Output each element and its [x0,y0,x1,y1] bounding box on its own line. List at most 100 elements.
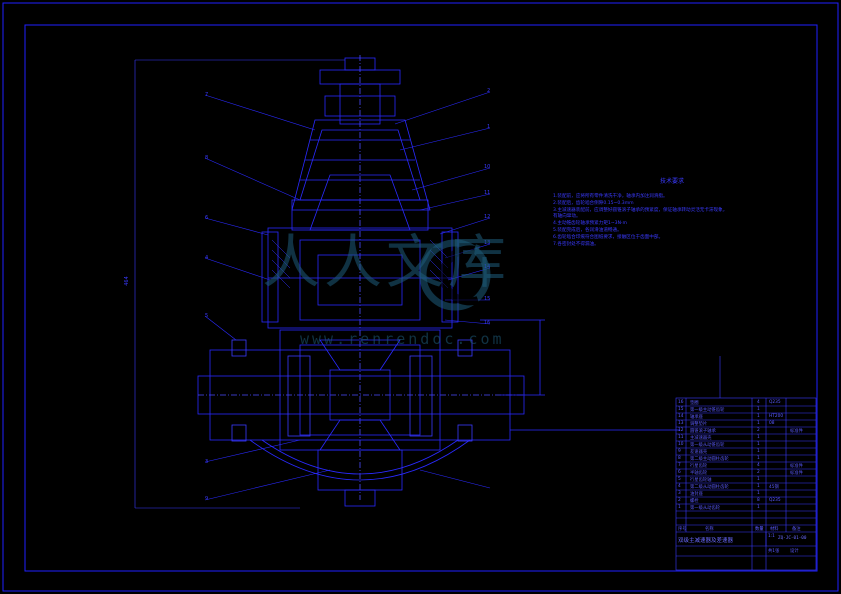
parts-cell-mat: 45钢 [769,485,779,490]
parts-cell-no: 2 [678,498,681,503]
tech-note: 5.装配完成后，各润滑油道畅通。 [553,228,622,233]
overall-height-dimension [134,59,345,509]
parts-cell-name: 行星齿轮轴 [690,478,712,483]
parts-cell-no: 4 [678,484,681,489]
balloon-label: 1 [487,124,491,130]
parts-cell-no: 8 [678,456,681,461]
parts-cell-name: 调整垫片 [690,422,708,427]
parts-cell-no: 6 [678,470,681,475]
parts-cell-name: 轴承座 [690,415,703,420]
parts-cell-qty: 1 [757,505,760,510]
parts-cell-qty: 2 [757,428,760,433]
watermark-url: www.renrendoc.com [300,330,505,348]
parts-cell-no: 5 [678,477,681,482]
parts-cell-name: 第一级主动锥齿轮 [690,408,725,413]
parts-cell-name: 差速器壳 [690,450,708,455]
parts-cell-qty: 1 [757,449,760,454]
watermark-logo [419,239,491,311]
balloon-label: 3 [205,459,209,465]
parts-cell-qty: 1 [757,477,760,482]
parts-cell-mat: Q235 [769,400,781,405]
reducer-assembly-drawing [197,55,680,507]
balloon-label: 5 [205,313,209,319]
col-header: 备注 [792,527,801,532]
parts-cell-mat: 08 [769,421,775,426]
parts-cell-name: 油封座 [690,492,703,497]
parts-cell-qty: 4 [757,400,760,405]
balloon-label: 8 [205,155,209,161]
balloon-label: 9 [205,496,209,502]
parts-cell-qty: 4 [757,463,760,468]
parts-cell-name: 垫圈 [690,401,699,406]
tech-note: 1.装配前，应将所有零件清洗干净，轴承内加注润滑脂。 [553,194,668,199]
parts-cell-no: 15 [678,407,684,412]
parts-cell-no: 7 [678,463,681,468]
parts-cell-name: 主减速器壳 [690,436,712,441]
parts-cell-mat: Q235 [769,498,781,503]
parts-cell-qty: 1 [757,414,760,419]
parts-cell-note: 标准件 [790,464,803,469]
parts-cell-no: 3 [678,491,681,496]
parts-cell-qty: 1 [757,435,760,440]
parts-cell-no: 11 [678,435,684,440]
balloon-label: 14 [484,264,491,270]
parts-cell-name: 螺栓 [690,499,699,504]
parts-cell-qty: 2 [757,470,760,475]
col-header: 材料 [770,527,779,532]
drawing-title: 双级主减速器及差速器 [678,538,734,544]
overall-height-value: 464 [123,276,130,286]
scale-value: 1:1 [768,534,775,539]
parts-cell-qty: 1 [757,442,760,447]
parts-cell-no: 16 [678,400,684,405]
parts-cell-no: 12 [678,428,684,433]
balloon-label: 7 [205,92,209,98]
parts-cell-no: 13 [678,421,684,426]
parts-cell-name: 第一级从动齿轮 [690,506,721,511]
parts-cell-no: 14 [678,414,684,419]
parts-cell-name: 第二级从动圆柱齿轮 [690,485,729,490]
parts-cell-qty: 1 [757,491,760,496]
sheet-count: 共1张 [768,549,780,554]
tech-note: 4.主动锥齿轮轴承预紧力矩1~3N·m [553,221,627,226]
parts-cell-qty: 1 [757,421,760,426]
parts-cell-name: 半轴齿轮 [690,471,708,476]
balloon-label: 6 [205,215,209,221]
col-header: 数量 [755,527,764,532]
parts-cell-note: 标准件 [790,429,803,434]
balloon-label: 16 [484,320,491,326]
balloon-label: 10 [484,164,491,170]
tech-note: 3.主减速器装配前，应调整好圆锥滚子轴承的预紧度，保证轴承转动灵活无卡滞现象， [553,208,728,213]
col-header: 名称 [705,527,714,532]
parts-cell-qty: 1 [757,484,760,489]
parts-cell-no: 1 [678,505,681,510]
balloon-label: 13 [484,240,491,246]
leader-lines [204,91,491,501]
parts-cell-note: 标准件 [790,471,803,476]
balloon-label: 2 [487,88,491,94]
balloon-label: 4 [205,255,209,261]
balloon-label: 15 [484,296,491,302]
drawing-code: ZQ-JC-01-00 [778,536,807,541]
parts-cell-name: 第一级从动锥齿轮 [690,443,725,448]
balloon-label: 12 [484,214,491,220]
tech-requirements-title: 技术要求 [660,178,685,185]
parts-cell-qty: 8 [757,498,760,503]
parts-cell-no: 9 [678,449,681,454]
col-header: 序号 [678,527,687,532]
parts-cell-qty: 1 [757,407,760,412]
watermark-text: 人人文库 [262,228,511,296]
designer-label: 设计 [790,549,799,554]
inner-frame [24,24,818,572]
tech-note: 7.各密封处不得漏油。 [553,242,599,247]
parts-cell-mat: HT200 [769,414,784,419]
tech-note: 6.齿轮啮合印痕符合图纸要求，接触区位于齿面中部。 [553,235,664,240]
parts-cell-name: 第二级主动圆柱齿轮 [690,457,729,462]
title-block-grid [675,397,817,571]
tech-note: 有轴向窜动。 [553,214,581,219]
parts-cell-name: 行星齿轮 [690,464,708,469]
balloon-label: 11 [484,190,491,196]
parts-cell-name: 圆锥滚子轴承 [690,429,716,434]
parts-cell-no: 10 [678,442,684,447]
